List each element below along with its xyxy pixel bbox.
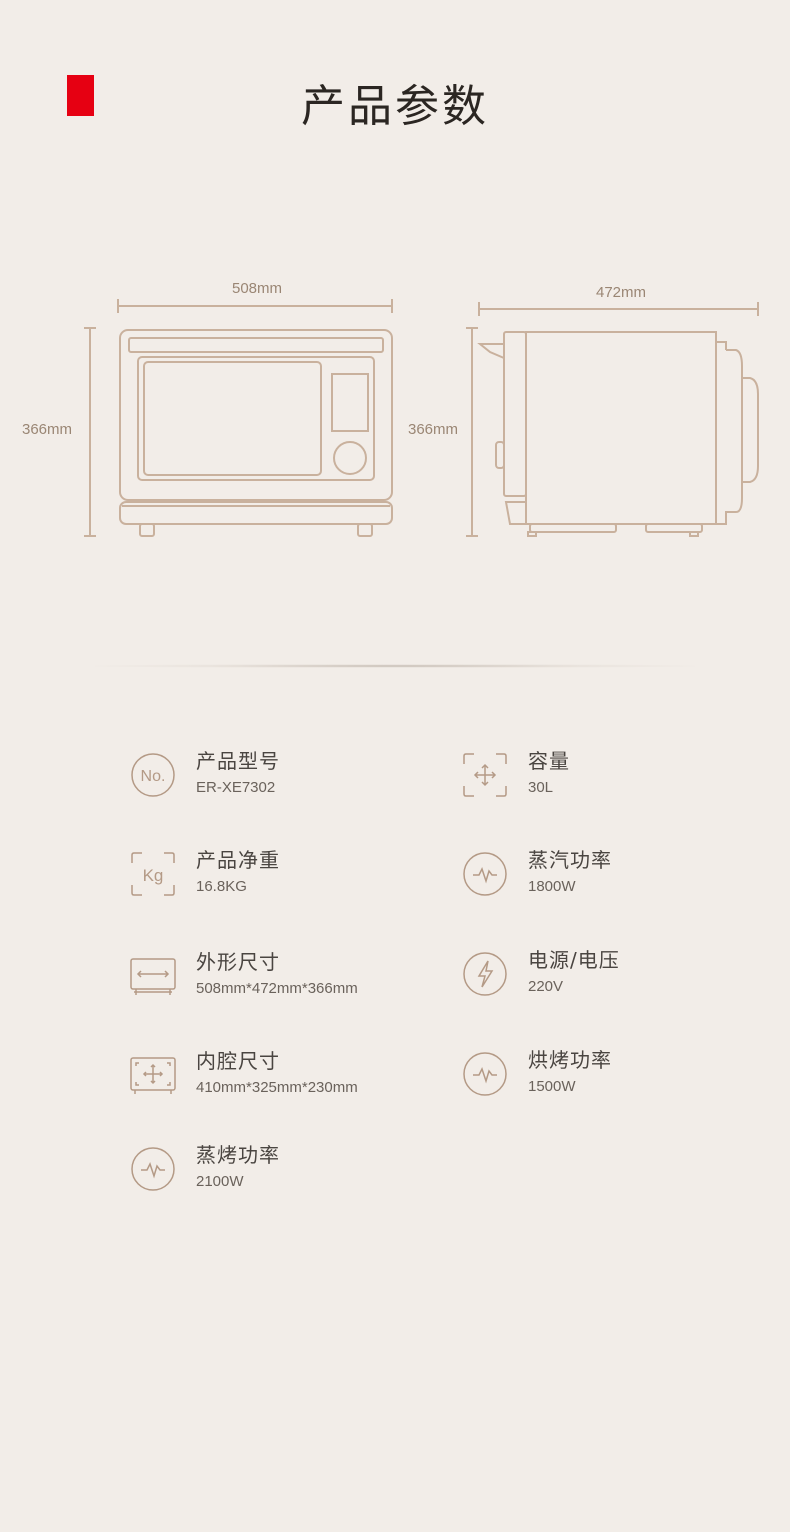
spec-value: 16.8KG	[196, 878, 247, 895]
side-height-label: 366mm	[408, 421, 459, 438]
spec-value: 2100W	[196, 1173, 244, 1190]
spec-voltage: 电源/电压 220V	[462, 947, 620, 997]
spec-value: 410mm*325mm*230mm	[196, 1079, 358, 1096]
lightning-icon	[462, 951, 508, 997]
spec-label: 蒸汽功率	[528, 848, 612, 872]
page-title: 产品参数	[301, 81, 489, 132]
spec-label: 烘烤功率	[528, 1048, 612, 1072]
spec-value: ER-XE7302	[196, 779, 276, 796]
spec-weight: Kg 产品净重 16.8KG	[130, 847, 280, 897]
capacity-icon	[462, 752, 508, 798]
spec-model: No. 产品型号 ER-XE7302	[130, 748, 280, 798]
front-view-drawing	[84, 299, 393, 537]
spec-label: 产品净重	[196, 848, 280, 872]
spec-value: 30L	[528, 779, 554, 796]
power-wave-icon	[462, 851, 508, 897]
spec-value: 508mm*472mm*366mm	[196, 980, 358, 997]
spec-label: 外形尺寸	[196, 950, 280, 974]
svg-text:Kg: Kg	[143, 866, 164, 885]
spec-capacity: 容量 30L	[462, 748, 570, 798]
spec-label: 容量	[528, 749, 570, 773]
model-number-icon: No.	[130, 752, 176, 798]
inner-cavity-icon	[130, 1052, 176, 1098]
outer-dimension-icon	[130, 953, 176, 999]
spec-value: 220V	[528, 978, 564, 995]
spec-value: 1800W	[528, 878, 576, 895]
side-view-drawing	[466, 302, 759, 537]
power-wave-icon	[130, 1146, 176, 1192]
side-depth-label: 472mm	[596, 284, 647, 301]
spec-label: 内腔尺寸	[196, 1049, 280, 1073]
front-width-label: 508mm	[232, 280, 283, 297]
accent-bar	[67, 75, 94, 116]
spec-label: 电源/电压	[528, 948, 620, 972]
spec-bake-power: 烘烤功率 1500W	[462, 1047, 612, 1097]
spec-value: 1500W	[528, 1078, 576, 1095]
power-wave-icon	[462, 1051, 508, 1097]
svg-text:No.: No.	[141, 768, 166, 785]
spec-label: 产品型号	[196, 749, 280, 773]
spec-steam-bake-power: 蒸烤功率 2100W	[130, 1142, 280, 1192]
spec-inner-cavity: 内腔尺寸 410mm*325mm*230mm	[130, 1048, 358, 1098]
spec-outer-dimension: 外形尺寸 508mm*472mm*366mm	[130, 949, 358, 999]
spec-label: 蒸烤功率	[196, 1143, 280, 1167]
weight-icon: Kg	[130, 851, 176, 897]
spec-steam-power: 蒸汽功率 1800W	[462, 847, 612, 897]
front-height-label: 366mm	[22, 421, 73, 438]
section-divider	[95, 664, 695, 668]
